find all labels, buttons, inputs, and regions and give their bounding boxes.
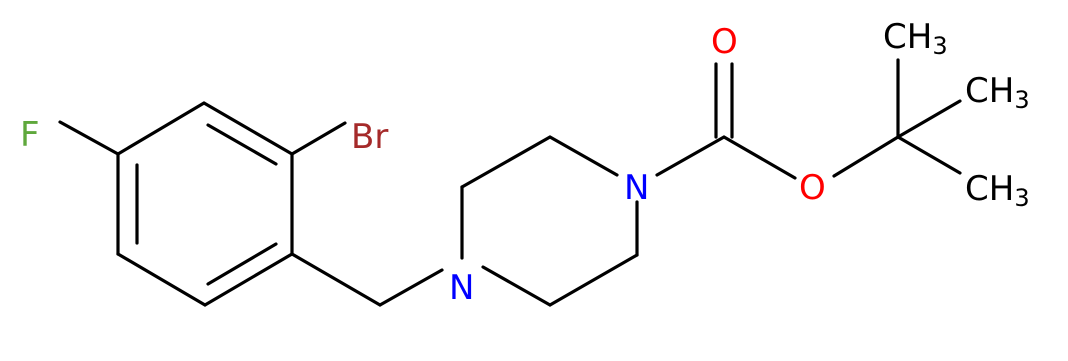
benzene-ring	[116, 101, 294, 307]
bond-ring-c3-c4	[203, 252, 294, 307]
bond-carbonyl-ester-o	[722, 135, 797, 180]
bond-pip-c-c-bottom	[548, 253, 639, 307]
bond-c-bromine	[290, 121, 347, 156]
piperazine-ring	[460, 135, 639, 307]
bond-ring-ch2	[290, 252, 382, 307]
bond-tbu-methyl-mid	[896, 99, 962, 139]
bond-ring-c6-c1	[116, 101, 206, 156]
double-bond-inner-c3-c4	[206, 242, 278, 286]
bond-n-carbonyl-c	[655, 135, 726, 177]
methyl-bottom-label: CH3	[965, 169, 1030, 212]
bond-tbu-methyl-bottom	[896, 135, 962, 175]
double-bond-inner-c1-c2	[206, 123, 278, 166]
nitrogen-benzyl-label: N	[449, 268, 474, 308]
bond-pip-c-n1	[548, 135, 619, 177]
bond-ring-c4-c5	[116, 252, 207, 307]
bromine-label: Br	[351, 117, 388, 157]
carbonyl-oxygen-label: O	[711, 22, 738, 62]
bond-pip-c-n4	[481, 265, 552, 307]
bond-ester-o-tbu	[832, 135, 900, 178]
fluorine-label: F	[20, 115, 40, 155]
ester-oxygen-label: O	[799, 168, 826, 208]
nitrogen-carbamate-label: N	[624, 168, 649, 208]
bond-pip-c-c-top	[460, 135, 552, 189]
bond-c-fluorine	[58, 120, 120, 156]
bond-ring-c1-c2	[202, 101, 294, 156]
bond-ch2-nitrogen	[378, 268, 444, 307]
methyl-top-label: CH3	[883, 17, 948, 60]
methyl-mid-label: CH3	[965, 71, 1030, 114]
